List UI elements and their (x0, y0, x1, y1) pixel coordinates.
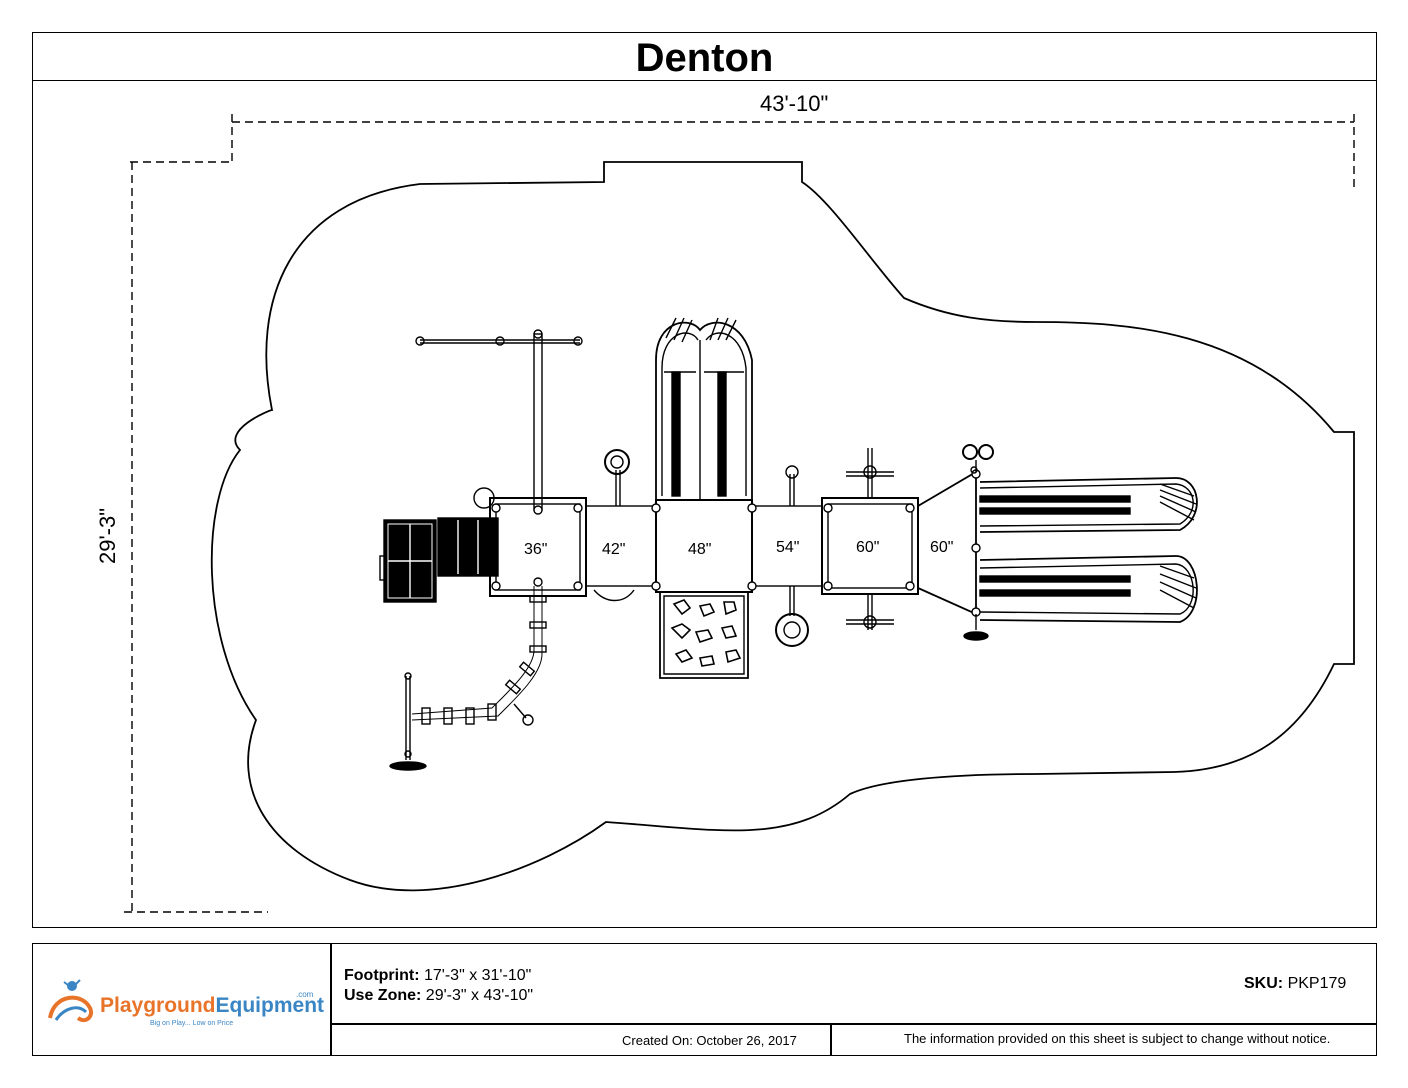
deck-height-label: 36" (524, 541, 548, 558)
double-wave-slide (655, 317, 753, 501)
rock-climber (659, 591, 749, 679)
wave-slide-top (979, 477, 1198, 533)
use-zone-label: Use Zone: (344, 987, 422, 1004)
logo-suffix: .com (296, 990, 314, 999)
footer-divider (330, 1023, 1377, 1025)
logo-word-equipment: Equipment (215, 994, 325, 1017)
logo-tagline: Big on Play... Low on Price (150, 1020, 234, 1027)
overhead-ladder (415, 329, 583, 511)
playground-plan (124, 114, 1355, 913)
steering-wheel (604, 449, 630, 506)
crawl-arch (593, 589, 635, 602)
sku-label: SKU: (1244, 975, 1284, 992)
footprint-value: 17'-3" x 31'-10" (423, 967, 532, 984)
footprint-row: Footprint: 17'-3" x 31'-10" (344, 966, 531, 986)
spinner-panel (775, 465, 809, 647)
logo-mark-icon (48, 979, 93, 1023)
footprint-label: Footprint: (344, 967, 420, 984)
deck-height-label: 42" (602, 541, 626, 558)
deck-height-label: 48" (688, 541, 712, 558)
deck-height-label: 54" (776, 539, 800, 556)
binoculars (962, 444, 994, 641)
use-zone-outline (210, 161, 1355, 892)
use-zone-depth-dimension (124, 162, 268, 913)
use-zone-value: 29'-3" x 43'-10" (425, 987, 534, 1004)
horizontal-climbers (846, 448, 894, 630)
footer-divider (830, 1023, 832, 1056)
curved-ladder (389, 586, 547, 771)
page-title: Denton (635, 36, 774, 80)
sku-value: PKP179 (1287, 975, 1347, 992)
sku-row: SKU: PKP179 (1244, 974, 1346, 994)
depth-dimension-label: 29'-3" (95, 507, 121, 565)
footer-box (32, 943, 1377, 1056)
footer-divider (330, 943, 332, 1056)
deck-height-label: 60" (930, 539, 954, 556)
created-on: Created On: October 26, 2017 (622, 1033, 797, 1048)
drawing-area (32, 80, 1377, 928)
deck-height-label: 60" (856, 539, 880, 556)
width-dimension-label: 43'-10" (760, 91, 829, 116)
logo-word-playground: Playground (100, 994, 216, 1017)
wave-slide-bottom (979, 555, 1198, 623)
use-zone-row: Use Zone: 29'-3" x 43'-10" (344, 986, 533, 1006)
company-logo: PlaygroundEquipment .com Big on Play... … (42, 974, 325, 1034)
disclaimer: The information provided on this sheet i… (904, 1031, 1331, 1046)
use-zone-width-dimension (130, 114, 1355, 190)
step-panels (379, 487, 499, 603)
